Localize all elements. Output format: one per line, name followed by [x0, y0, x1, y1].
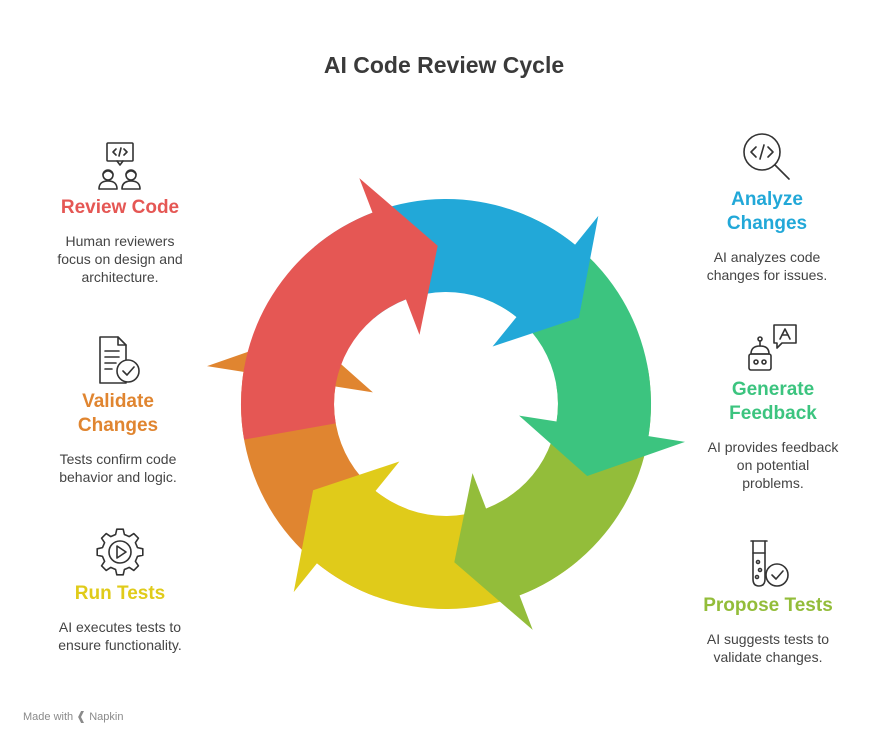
desc-line: changes for issues. [706, 267, 828, 283]
napkin-logo-icon: ❰ [76, 709, 87, 723]
step-title: Propose Tests [703, 595, 833, 616]
step-description: AI executes tests to ensure functionalit… [40, 618, 200, 654]
code-reviewers-icon [98, 142, 141, 190]
test-tube-check-icon [750, 540, 789, 587]
title-line: Analyze [731, 189, 803, 210]
step-description: AI analyzes code changes for issues. [687, 248, 847, 284]
title-line: Feedback [729, 403, 817, 424]
step-propose-tests: Propose Tests AI suggests tests to valid… [688, 538, 848, 666]
desc-line: ensure functionality. [58, 637, 182, 653]
step-title: Review Code [60, 197, 180, 218]
desc-line: behavior and logic. [59, 469, 177, 485]
step-title: Validate Changes [38, 390, 198, 438]
desc-line: AI provides feedback [707, 439, 839, 455]
step-review-code: Review Code Human reviewers focus on des… [40, 140, 200, 286]
title-line: Changes [77, 415, 159, 436]
title-line: Changes [726, 213, 808, 234]
code-search-icon [743, 133, 790, 180]
step-title: Generate Feedback [693, 378, 853, 426]
step-title: Run Tests [74, 583, 166, 604]
desc-line: Human reviewers [65, 233, 175, 249]
desc-line: AI suggests tests to [706, 631, 830, 647]
step-description: AI suggests tests to validate changes. [688, 630, 848, 666]
gear-play-icon [96, 528, 144, 576]
title-line: Generate [731, 379, 815, 400]
step-description: Tests confirm code behavior and logic. [38, 450, 198, 486]
page-title: AI Code Review Cycle [323, 52, 565, 78]
step-validate-changes: Validate Changes Tests confirm code beha… [38, 334, 198, 486]
step-title: Analyze Changes [687, 188, 847, 236]
step-generate-feedback: Generate Feedback AI provides feedback o… [693, 322, 853, 492]
step-description: AI provides feedback on potential proble… [693, 438, 853, 492]
step-run-tests: Run Tests AI executes tests to ensure fu… [40, 526, 200, 654]
footer-brand: Napkin [89, 711, 124, 723]
desc-line: AI analyzes code [713, 249, 821, 265]
robot-chat-icon [748, 324, 797, 371]
desc-line: problems. [742, 475, 804, 491]
cycle-arrow-review [240, 178, 438, 440]
desc-line: architecture. [81, 269, 159, 285]
desc-line: Tests confirm code [59, 451, 177, 467]
desc-line: focus on design and [57, 251, 183, 267]
desc-line: AI executes tests to [58, 619, 182, 635]
footer-prefix: Made with [23, 711, 74, 723]
title-line: Validate [82, 391, 154, 412]
step-analyze-changes: Analyze Changes AI analyzes code changes… [687, 130, 847, 284]
desc-line: validate changes. [713, 649, 823, 665]
footer-credit: Made with❰Napkin [23, 709, 123, 723]
step-description: Human reviewers focus on design and arch… [40, 232, 200, 286]
document-check-icon [99, 336, 140, 384]
desc-line: on potential [736, 457, 810, 473]
